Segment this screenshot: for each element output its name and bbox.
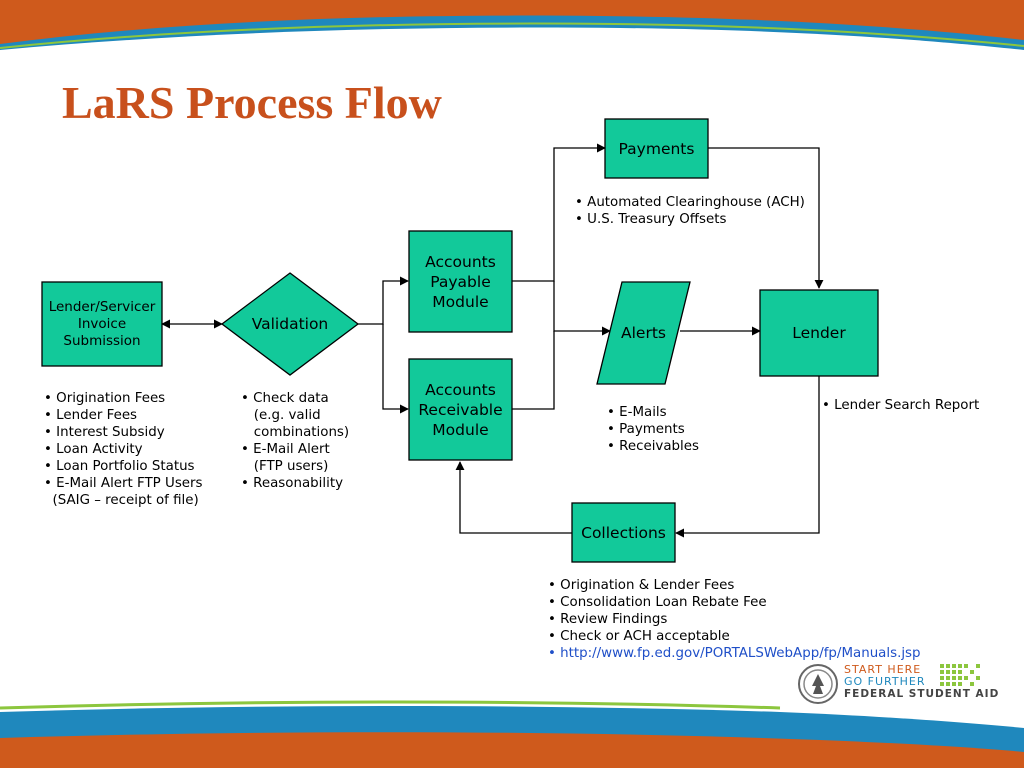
note-item: • Reasonability [241,476,343,491]
bottom-orange-band [0,732,1024,768]
alerts-notes: • E-Mails • Payments • Receivables [607,404,699,455]
note-item: • Review Findings [548,612,668,627]
lender-servicer-box[interactable] [41,281,163,367]
connectors [161,143,824,538]
payments-label: Payments [618,139,695,158]
collections-notes: • Origination & Lender Fees • Consolidat… [548,577,921,662]
note-item: • Check or ACH acceptable [548,629,730,644]
note-item: • Interest Subsidy [44,425,165,440]
note-item: • E-Mail Alert [241,442,330,457]
collections-box[interactable] [571,502,676,563]
accounts-receivable-label: Accounts Receivable Module [418,380,503,439]
connector-lender-collections [675,376,820,538]
note-item: • Payments [607,422,685,437]
logo-dot-grid-icon [940,664,980,686]
note-item: • Consolidation Loan Rebate Fee [548,595,767,610]
accounts-payable-label: Accounts Payable Module [425,252,496,311]
lender-servicer-notes: • Origination Fees • Lender Fees • Inter… [44,390,203,509]
lender-notes: • Lender Search Report [822,397,979,414]
department-seal-icon [798,664,838,704]
connector-collections-ar [455,461,572,534]
alerts-parallelogram[interactable] [596,281,691,385]
alerts-label: Alerts [621,324,666,342]
collections-label: Collections [581,523,666,542]
page-title: LaRS Process Flow [62,77,442,128]
validation-diamond[interactable] [220,272,360,376]
note-item: • Check data [241,391,329,406]
lender-label: Lender [792,324,846,342]
lender-servicer-label: Lender/Servicer Invoice Submission [48,298,156,349]
note-item: • Origination Fees [44,391,166,406]
bottom-banner [0,700,1024,768]
note-item: • U.S. Treasury Offsets [575,212,727,227]
bottom-green-line [0,700,781,710]
validation-notes: • Check data (e.g. valid combinations) •… [241,390,349,492]
note-item: • Loan Portfolio Status [44,459,195,474]
connector-payments-lender [708,147,824,289]
top-banner [0,0,1024,62]
payments-notes: • Automated Clearinghouse (ACH) • U.S. T… [575,194,805,228]
note-item: • Automated Clearinghouse (ACH) [575,195,805,210]
connector-ap-payments [512,143,606,282]
connector-validation-ap [358,276,409,325]
logo-line-2: GO FURTHER [844,675,926,688]
top-white-curve [0,27,1024,62]
note-item: (FTP users) [241,459,329,474]
payments-box[interactable] [604,118,709,179]
validation-label: Validation [251,315,329,333]
note-item: (SAIG – receipt of file) [44,493,199,508]
accounts-payable-box[interactable] [408,230,513,333]
note-item: • E-Mail Alert FTP Users [44,476,203,491]
note-item: • Loan Activity [44,442,143,457]
node-shapes [41,118,879,563]
manuals-link[interactable]: • http://www.fp.ed.gov/PORTALSWebApp/fp/… [548,646,921,661]
logo-line-3: FEDERAL STUDENT AID [844,688,1000,700]
lender-box[interactable] [759,289,879,377]
note-item: • Origination & Lender Fees [548,578,735,593]
connector-ar-alerts [512,331,555,410]
note-item: • E-Mails [607,405,667,420]
note-item: (e.g. valid [241,408,321,423]
note-item: • Receivables [607,439,699,454]
note-item: • Lender Fees [44,408,138,423]
connector-validation-ar [382,324,409,414]
logo-line-1: START HERE [844,663,922,676]
note-item: combinations) [241,425,350,440]
top-green-line [0,22,1024,49]
note-item: • Lender Search Report [822,398,980,413]
accounts-receivable-box[interactable] [408,358,513,461]
